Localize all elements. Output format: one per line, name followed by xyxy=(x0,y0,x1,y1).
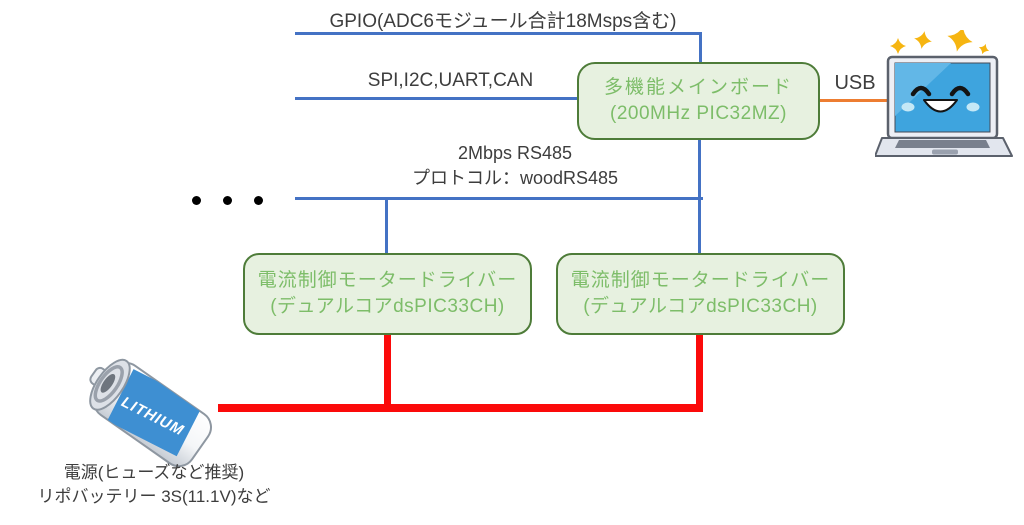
driver2-power-line xyxy=(696,334,703,406)
driver1-title: 電流制御モータードライバー xyxy=(257,270,518,291)
battery-illustration: LITHIUM xyxy=(89,358,212,468)
node-motor-driver-2: 電流制御モータードライバー (デュアルコアdsPIC33CH) xyxy=(556,253,845,335)
dot-icon xyxy=(223,196,232,205)
smiling-eye-icon xyxy=(949,85,971,97)
gpio-bus-label: GPIO(ADC6モジュール合計18Msps含む) xyxy=(329,11,677,32)
usb-label: USB xyxy=(834,72,876,94)
driver2-subtitle: (デュアルコアdsPIC33CH) xyxy=(583,296,818,317)
mainboard-title: 多機能メインボード xyxy=(603,77,793,98)
rs485-bus-line xyxy=(295,197,703,200)
driver1-power-line xyxy=(384,334,391,406)
cheek-blush xyxy=(966,102,980,112)
node-motor-driver-1: 電流制御モータードライバー (デュアルコアdsPIC33CH) xyxy=(243,253,532,335)
laptop-illustration xyxy=(875,30,1013,157)
mainboard-subtitle: (200MHz PIC32MZ) xyxy=(610,103,787,124)
usb-line xyxy=(819,99,889,102)
rs485-bus-label: 2Mbps RS485 プロトコル：woodRS485 xyxy=(310,141,720,191)
power-caption-line2: リポバッテリー 3S(11.1V)など xyxy=(37,487,271,506)
battery-label-band: LITHIUM xyxy=(107,369,204,457)
power-caption-line1: 電源(ヒューズなど推奨) xyxy=(63,463,245,482)
ellipsis-dots xyxy=(192,196,263,205)
driver1-subtitle: (デュアルコアdsPIC33CH) xyxy=(270,296,505,317)
rs485-protocol-label: プロトコル：woodRS485 xyxy=(411,168,619,188)
power-bus-line xyxy=(218,404,703,412)
cheek-blush xyxy=(901,102,915,112)
rs485-speed-label: 2Mbps RS485 xyxy=(457,143,573,163)
rs485-to-driver1-line xyxy=(385,199,388,254)
dot-icon xyxy=(254,196,263,205)
power-caption: 電源(ヒューズなど推奨) リポバッテリー 3S(11.1V)など xyxy=(4,461,304,509)
node-mainboard: 多機能メインボード (200MHz PIC32MZ) xyxy=(577,62,820,140)
gpio-bus-drop-line xyxy=(699,32,702,64)
gpio-bus-line xyxy=(295,32,702,35)
spi-bus-line xyxy=(295,97,578,100)
spi-bus-label: SPI,I2C,UART,CAN xyxy=(367,70,534,91)
sparkle-icon xyxy=(890,30,990,55)
smile-mouth-icon xyxy=(923,99,958,113)
smiling-eye-icon xyxy=(910,85,932,97)
mainboard-to-driver2-line xyxy=(698,140,701,254)
laptop-base xyxy=(875,137,1013,157)
dot-icon xyxy=(192,196,201,205)
laptop-screen xyxy=(886,55,999,140)
driver2-title: 電流制御モータードライバー xyxy=(570,270,831,291)
